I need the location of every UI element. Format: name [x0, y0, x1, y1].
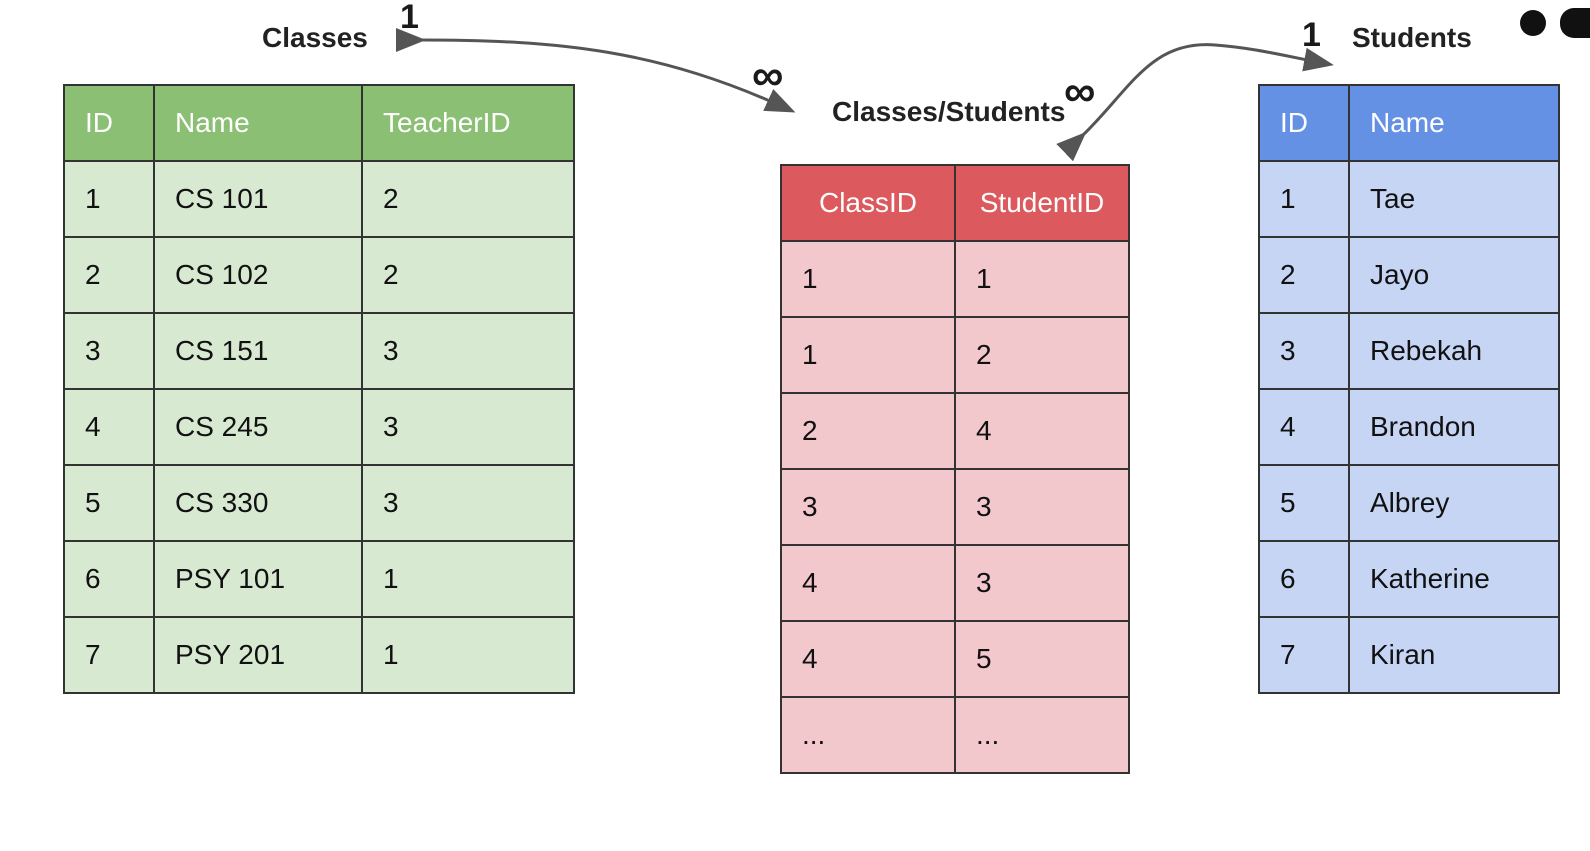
table-row: 3 Rebekah — [1258, 312, 1560, 390]
table-cell: 3 — [361, 388, 575, 466]
table-cell: CS 102 — [153, 236, 363, 314]
table-row: 1 2 — [780, 316, 1130, 394]
table-cell: 1 — [361, 616, 575, 694]
table-row: 5 Albrey — [1258, 464, 1560, 542]
students-title: Students — [1352, 22, 1472, 53]
students-join-arrow-path — [1056, 43, 1334, 162]
table-row: 2 4 — [780, 392, 1130, 470]
classes-table: ID Name TeacherID 1 CS 101 2 2 CS 102 2 … — [63, 84, 575, 694]
table-cell: 1 — [361, 540, 575, 618]
table-row: 4 CS 245 3 — [63, 388, 575, 466]
cropped-shape-icon — [1560, 8, 1590, 38]
table-cell: ... — [780, 696, 956, 774]
classes-title: Classes — [262, 22, 368, 53]
table-cell: 2 — [954, 316, 1130, 394]
table-cell: 5 — [954, 620, 1130, 698]
table-row: 1 Tae — [1258, 160, 1560, 238]
table-cell: Kiran — [1348, 616, 1560, 694]
table-cell: 3 — [63, 312, 155, 390]
table-cell: 3 — [361, 464, 575, 542]
table-cell: 1 — [780, 240, 956, 318]
table-row: 4 3 — [780, 544, 1130, 622]
table-cell: Brandon — [1348, 388, 1560, 466]
table-row: 4 5 — [780, 620, 1130, 698]
classes-col-id: ID — [63, 84, 155, 162]
table-cell: CS 330 — [153, 464, 363, 542]
classes-students-table: ClassID StudentID 1 1 1 2 2 4 3 3 4 3 4 … — [780, 164, 1130, 774]
table-cell: CS 101 — [153, 160, 363, 238]
table-row: 4 Brandon — [1258, 388, 1560, 466]
table-cell: Katherine — [1348, 540, 1560, 618]
table-cell: 3 — [1258, 312, 1350, 390]
join-table-title: Classes/Students — [832, 96, 1066, 127]
table-cell: 7 — [63, 616, 155, 694]
table-row: 3 CS 151 3 — [63, 312, 575, 390]
table-cell: PSY 101 — [153, 540, 363, 618]
table-row: 7 Kiran — [1258, 616, 1560, 694]
table-row: 3 3 — [780, 468, 1130, 546]
cropped-dot-icon — [1520, 10, 1546, 36]
table-cell: 4 — [780, 544, 956, 622]
students-col-id: ID — [1258, 84, 1350, 162]
table-row: 7 PSY 201 1 — [63, 616, 575, 694]
table-cell: 2 — [780, 392, 956, 470]
classes-join-arrow-path — [395, 27, 796, 113]
table-cell: 1 — [63, 160, 155, 238]
table-row: 1 1 — [780, 240, 1130, 318]
table-cell: 2 — [63, 236, 155, 314]
table-cell: 5 — [63, 464, 155, 542]
table-cell: 4 — [1258, 388, 1350, 466]
table-cell: 6 — [63, 540, 155, 618]
table-cell: 3 — [361, 312, 575, 390]
students-cardinality-one: 1 — [1302, 16, 1321, 54]
table-row: 2 CS 102 2 — [63, 236, 575, 314]
table-cell: 4 — [954, 392, 1130, 470]
table-cell: 1 — [954, 240, 1130, 318]
table-cell: Jayo — [1348, 236, 1560, 314]
table-cell: 2 — [361, 160, 575, 238]
table-cell: 4 — [780, 620, 956, 698]
table-cell: Albrey — [1348, 464, 1560, 542]
table-cell: 4 — [63, 388, 155, 466]
table-cell: PSY 201 — [153, 616, 363, 694]
table-cell: 3 — [954, 544, 1130, 622]
table-row: 2 Jayo — [1258, 236, 1560, 314]
table-cell: 7 — [1258, 616, 1350, 694]
table-cell: Tae — [1348, 160, 1560, 238]
table-cell: 6 — [1258, 540, 1350, 618]
students-col-name: Name — [1348, 84, 1560, 162]
table-cell: 5 — [1258, 464, 1350, 542]
table-cell: 1 — [1258, 160, 1350, 238]
table-row: 1 CS 101 2 — [63, 160, 575, 238]
table-row: ... ... — [780, 696, 1130, 774]
table-row: 6 Katherine — [1258, 540, 1560, 618]
table-cell: 2 — [361, 236, 575, 314]
join-col-studentid: StudentID — [954, 164, 1130, 242]
table-row: 5 CS 330 3 — [63, 464, 575, 542]
table-cell: 3 — [780, 468, 956, 546]
table-cell: CS 151 — [153, 312, 363, 390]
classes-col-teacherid: TeacherID — [361, 84, 575, 162]
table-cell: Rebekah — [1348, 312, 1560, 390]
students-header-row: ID Name — [1258, 84, 1560, 162]
table-cell: 1 — [780, 316, 956, 394]
table-cell: CS 245 — [153, 388, 363, 466]
classes-header-row: ID Name TeacherID — [63, 84, 575, 162]
table-row: 6 PSY 101 1 — [63, 540, 575, 618]
table-cell: ... — [954, 696, 1130, 774]
join-header-row: ClassID StudentID — [780, 164, 1130, 242]
students-table: ID Name 1 Tae 2 Jayo 3 Rebekah 4 Brandon… — [1258, 84, 1560, 694]
classes-col-name: Name — [153, 84, 363, 162]
join-col-classid: ClassID — [780, 164, 956, 242]
classes-cardinality-one: 1 — [400, 0, 419, 36]
table-cell: 2 — [1258, 236, 1350, 314]
table-cell: 3 — [954, 468, 1130, 546]
